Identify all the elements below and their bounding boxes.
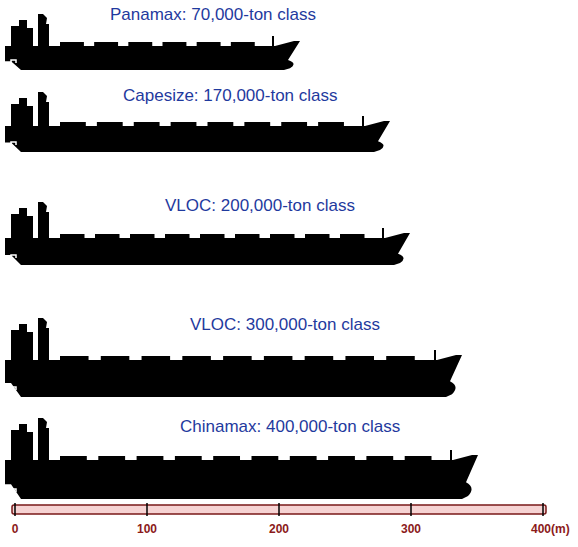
ship-class-label: Panamax: 70,000-ton class — [110, 5, 316, 25]
scale-tick — [14, 503, 16, 516]
stern-mark — [11, 142, 16, 150]
ship-class-label: Chinamax: 400,000-ton class — [180, 417, 400, 437]
scale-value: 200 — [269, 523, 289, 537]
scale-value: 100 — [137, 523, 157, 537]
scale-bar — [12, 503, 546, 516]
scale-value: 300 — [401, 523, 421, 537]
stern-mark — [11, 489, 16, 497]
stern-mark — [11, 60, 16, 68]
ships — [5, 14, 478, 499]
ship-class-label: VLOC: 300,000-ton class — [190, 315, 380, 335]
scale-value: 0 — [12, 523, 19, 537]
scale-tick — [410, 503, 412, 516]
ship-silhouette — [5, 418, 478, 499]
scale-tick — [146, 503, 148, 516]
scale-tick — [278, 503, 280, 516]
scale-value: 400(m) — [531, 523, 570, 537]
ship-class-label: VLOC: 200,000-ton class — [165, 196, 355, 216]
stern-mark — [11, 387, 16, 395]
ship-class-label: Capesize: 170,000-ton class — [123, 86, 338, 106]
stern-mark — [11, 255, 16, 263]
scale-tick — [542, 503, 544, 516]
